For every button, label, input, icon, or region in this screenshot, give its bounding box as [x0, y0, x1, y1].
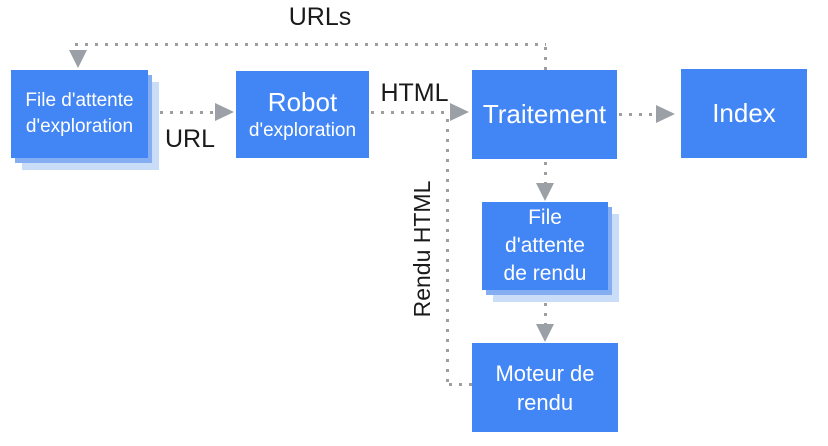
node-processing: Traitement [472, 70, 617, 159]
edge-label-rendu-html: Rendu HTML [409, 180, 435, 318]
connector-crawlqueue-to-crawler [150, 111, 215, 114]
node-render-queue-line2: d'attente [505, 234, 585, 257]
edge-label-html: HTML [380, 79, 449, 107]
node-render-queue-line1: File [528, 206, 562, 229]
arrowhead-down-into-renderer-icon [536, 324, 554, 342]
connector-rendu-html-horizontal [449, 383, 473, 386]
node-index: Index [681, 69, 807, 158]
arrowhead-right-into-index-icon [656, 105, 675, 123]
arrowhead-down-into-crawl-queue-icon [69, 50, 87, 68]
connector-renderqueue-to-renderer [544, 293, 547, 324]
node-processing-label: Traitement [482, 99, 607, 129]
connector-processing-to-renderqueue [544, 162, 547, 183]
arrowhead-right-into-crawler-icon [215, 103, 234, 121]
connector-crawler-to-processing [371, 111, 450, 114]
connector-urls-feedback-vertical [544, 47, 547, 70]
node-renderer-line2: rendu [516, 389, 574, 415]
node-crawler-line2: d'exploration [248, 120, 357, 141]
edge-label-urls: URLs [288, 3, 352, 31]
connector-processing-to-index [619, 113, 655, 116]
node-renderer-line1: Moteur de [495, 360, 595, 386]
arrowhead-down-into-render-queue-icon [536, 183, 554, 201]
arrowhead-right-into-processing-icon [450, 103, 469, 121]
connector-rendu-html-vertical [446, 119, 449, 384]
node-renderer: Moteur de rendu [472, 343, 618, 432]
connector-urls-feedback-horizontal [75, 43, 546, 46]
node-crawl-queue-line2: d'exploration [25, 116, 134, 137]
node-crawler-line1: Robot [267, 87, 338, 117]
node-crawl-queue-line1: File d'attente [25, 90, 134, 111]
node-render-queue: File d'attente de rendu [482, 202, 608, 290]
node-render-queue-line3: de rendu [503, 262, 587, 285]
edge-label-url: URL [164, 125, 215, 153]
node-index-label: Index [712, 98, 776, 128]
node-crawl-queue: File d'attente d'exploration [11, 70, 148, 158]
node-crawler: Robot d'exploration [236, 71, 369, 158]
